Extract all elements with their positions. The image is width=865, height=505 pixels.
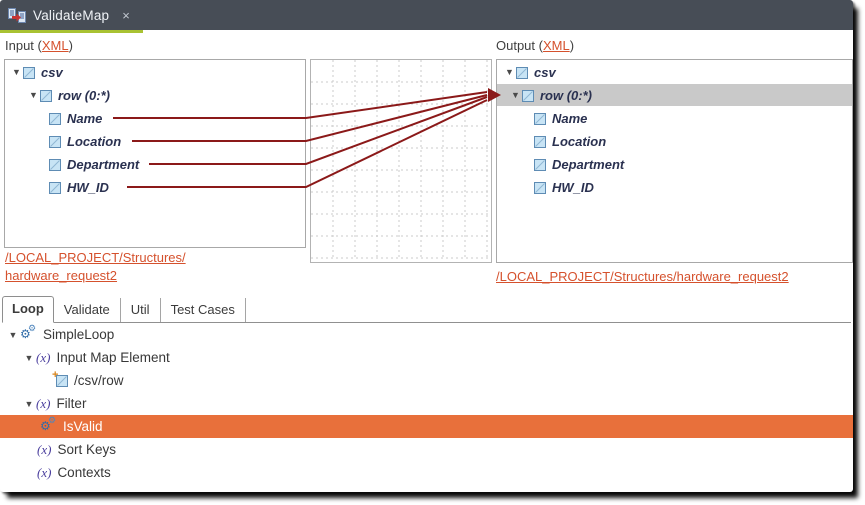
input-node-location[interactable]: Location [5,130,349,152]
active-tab-underline [0,30,143,33]
grid-lines [311,60,489,260]
output-structure-link[interactable]: /LOCAL_PROJECT/Structures/hardware_reque… [496,269,789,284]
output-node-csv[interactable]: ▼ csv [497,61,853,83]
tab-util[interactable]: Util [121,298,161,322]
tree-item-contexts[interactable]: (x) Contexts [37,464,111,481]
tab-title: ValidateMap [33,7,110,23]
input-node-department[interactable]: Department [5,153,349,175]
output-node-name[interactable]: Name [497,107,853,129]
tab-test-cases[interactable]: Test Cases [161,298,246,322]
element-icon [522,89,534,102]
input-xml-link[interactable]: XML [41,38,69,53]
gears-icon: ⚙⚙ [20,322,37,341]
output-tree-panel: ▼ csv ▼ row (0:*) Name Location Departme… [496,59,853,263]
element-icon [23,66,35,79]
input-structure-link[interactable]: /LOCAL_PROJECT/Structures/hardware_reque… [5,250,186,283]
input-tree-panel: ▼ csv ▼ row (0:*) Name Location Departme… [4,59,306,248]
element-icon [49,112,61,125]
editor-tabbar: ValidateMap × [0,0,853,33]
expander-icon[interactable]: ▼ [505,67,514,77]
gears-icon: ⚙⚙ [40,414,57,433]
input-tree: ▼ csv ▼ row (0:*) Name Location Departme… [5,60,305,247]
output-tree: ▼ csv ▼ row (0:*) Name Location Departme… [497,60,852,262]
element-icon [534,181,546,194]
element-icon [49,135,61,148]
expander-icon[interactable]: ▼ [29,90,38,100]
element-plus-icon: + [52,369,68,387]
tab-loop[interactable]: Loop [2,296,54,323]
tab-validatemap[interactable]: ValidateMap × [0,0,140,30]
fx-icon: (x) [36,395,51,411]
input-node-csv[interactable]: ▼ csv [5,61,310,83]
tree-item-csv-row[interactable]: + /csv/row [52,368,124,389]
element-icon [40,89,52,102]
output-node-hwid[interactable]: HW_ID [497,176,853,198]
tree-item-simpleloop[interactable]: ▼ ⚙⚙ SimpleLoop [0,323,853,346]
expander-icon[interactable]: ▼ [8,329,18,340]
output-node-row[interactable]: ▼ row (0:*) [497,84,853,106]
mapping-grid-canvas[interactable] [310,59,492,263]
element-icon [534,112,546,125]
fx-icon: (x) [37,464,52,480]
output-xml-link[interactable]: XML [542,38,570,53]
input-header: Input (XML) [5,38,73,53]
input-node-name[interactable]: Name [5,107,349,129]
fx-icon: (x) [36,349,51,365]
selected-row-highlight [497,84,852,106]
element-icon [516,66,528,79]
tree-item-sort-keys[interactable]: (x) Sort Keys [37,441,116,458]
element-icon [534,135,546,148]
close-icon[interactable]: × [122,7,130,23]
output-header: Output (XML) [496,38,575,53]
input-node-row[interactable]: ▼ row (0:*) [5,84,327,106]
mapper-detail-tabs: Loop Validate Util Test Cases [2,296,851,323]
validatemap-editor-window: ValidateMap × Input (XML) Output (XML) ▼… [0,0,853,481]
expander-icon[interactable]: ▼ [511,90,520,100]
fx-icon: (x) [37,441,52,457]
tree-item-input-map-element[interactable]: ▼ (x) Input Map Element [0,346,853,369]
element-icon [49,181,61,194]
map-document-icon [8,7,26,23]
expander-icon[interactable]: ▼ [12,67,21,77]
element-icon [534,158,546,171]
tab-validate[interactable]: Validate [54,298,121,322]
expander-icon[interactable]: ▼ [24,398,34,409]
expander-icon[interactable]: ▼ [24,352,34,363]
tree-item-isvalid[interactable]: ⚙⚙ IsValid [0,415,853,438]
output-node-location[interactable]: Location [497,130,853,152]
tree-item-filter[interactable]: ▼ (x) Filter [0,392,853,415]
element-icon [49,158,61,171]
input-node-hwid[interactable]: HW_ID [5,176,349,198]
output-node-department[interactable]: Department [497,153,853,175]
